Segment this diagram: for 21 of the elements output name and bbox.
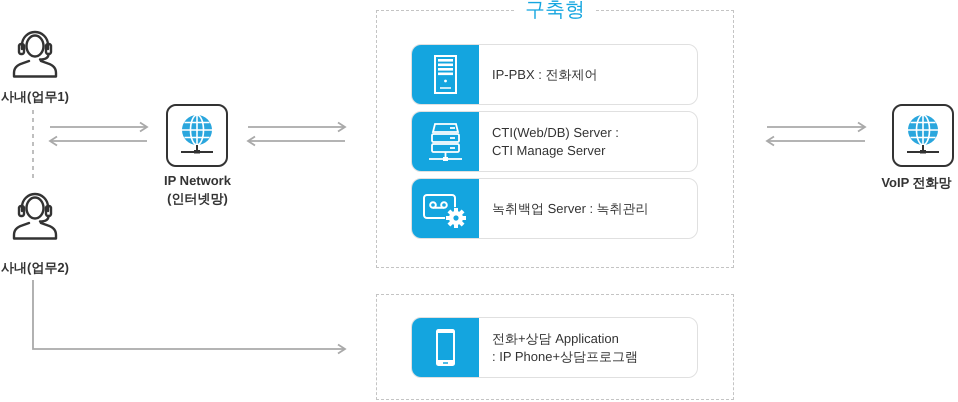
card-text: 녹취백업 Server : 녹취관리 <box>492 200 649 218</box>
node-label: VoIP 전화망 <box>880 174 953 192</box>
service-card <box>411 111 698 172</box>
card-text: CTI(Web/DB) Server : CTI Manage Server <box>492 124 619 160</box>
dashed-group-box <box>376 294 734 400</box>
dashed-line <box>32 110 34 181</box>
person-label: 사내(업무1) <box>0 88 70 106</box>
service-card <box>411 317 698 378</box>
arrow <box>767 122 866 132</box>
arrow <box>248 122 346 132</box>
service-card <box>411 44 698 105</box>
arrow <box>49 136 147 146</box>
card-text: IP-PBX : 전화제어 <box>492 66 598 84</box>
card-text: 전화+상담 Application : IP Phone+상담프로그램 <box>492 330 638 366</box>
arrow <box>247 136 345 146</box>
arrow <box>50 122 148 132</box>
person-label: 사내(업무2) <box>0 259 70 277</box>
arrow <box>766 136 865 146</box>
service-card <box>411 178 698 239</box>
arrow <box>32 280 346 354</box>
node-label: IP Network (인터넷망) <box>163 172 232 208</box>
